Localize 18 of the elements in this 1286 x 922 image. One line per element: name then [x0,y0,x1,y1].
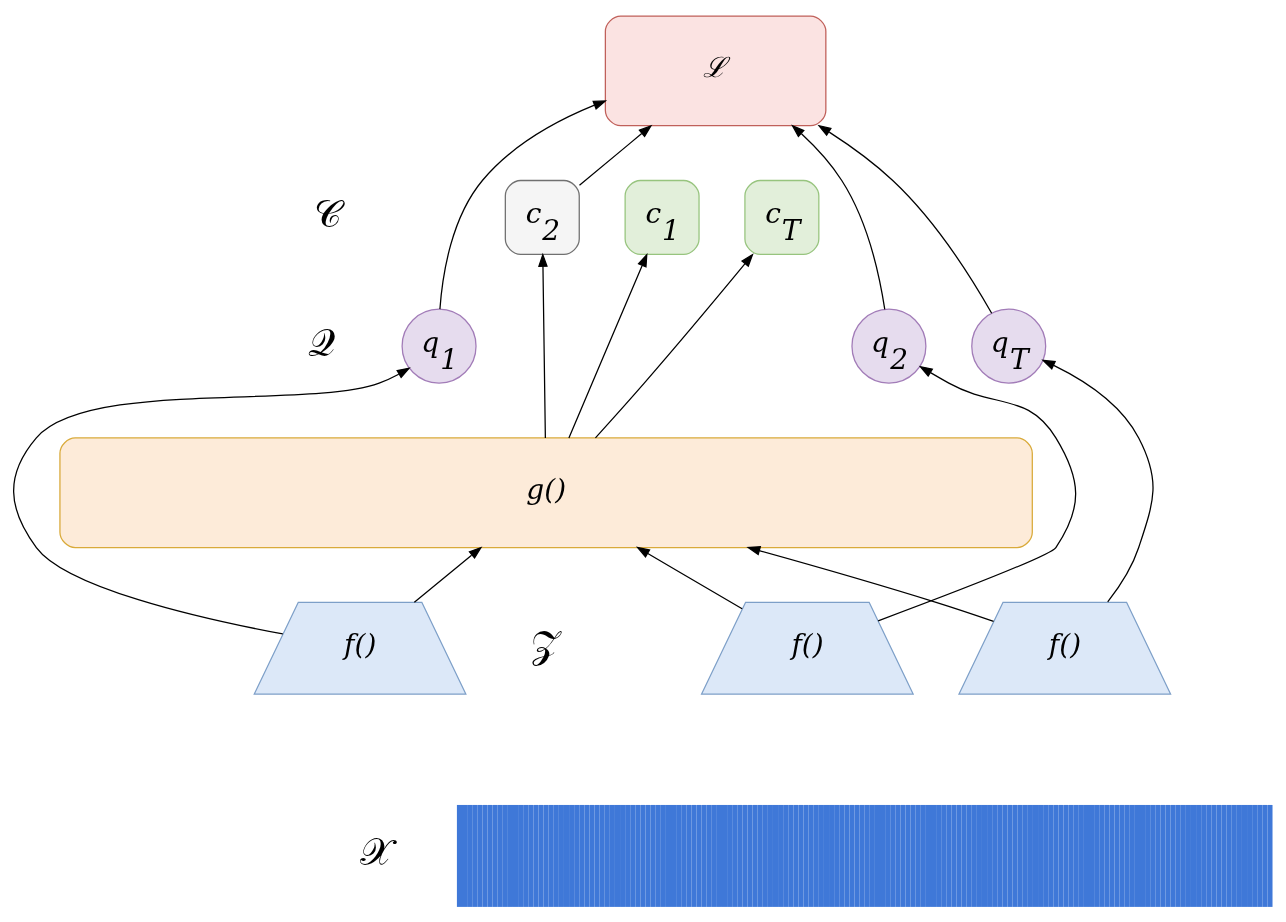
node-box: ℒ [604,14,827,126]
arrow [817,124,993,314]
label: 𝒞 [314,191,343,236]
arrow [1041,359,1154,603]
label: 𝒵 [531,622,561,667]
arrow [594,252,754,438]
arrow [439,99,608,310]
arrow [578,124,653,186]
arrow [413,545,483,603]
node-box: g() [59,436,1033,548]
arrow [538,252,548,439]
arrow [791,124,886,310]
label: 𝒬 [307,320,335,365]
arrow [568,252,648,439]
arrow [746,545,995,622]
arrow [635,546,743,609]
arrow [877,365,1077,621]
arrow [13,366,411,635]
